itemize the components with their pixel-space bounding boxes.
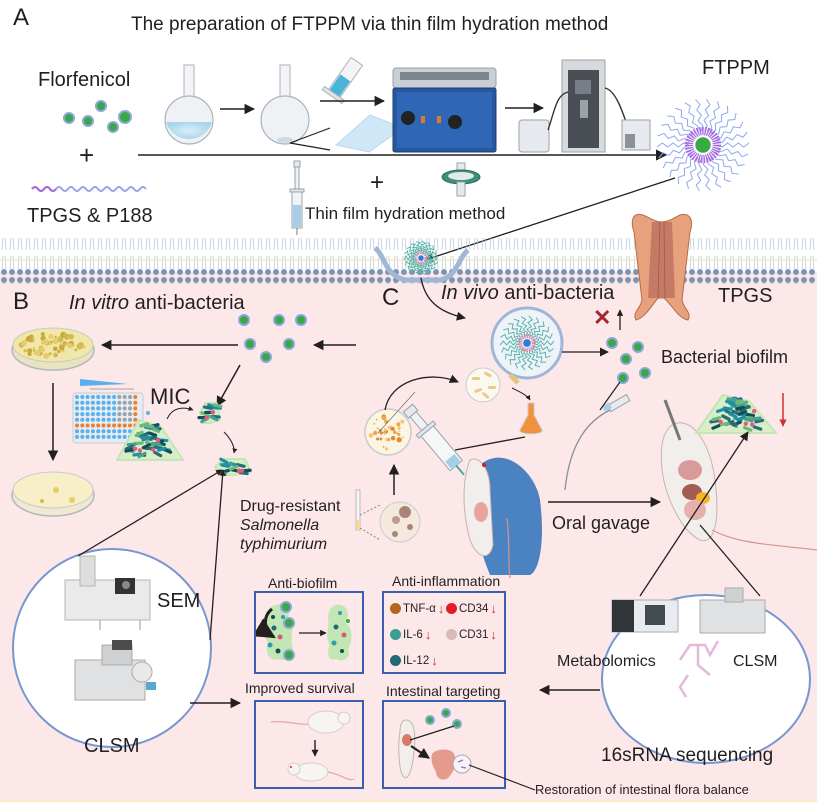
florfenicol-particles-icon [64, 101, 131, 132]
drug-particles-b-icon [239, 315, 306, 362]
florfenicol-label: Florfenicol [38, 70, 130, 90]
link-line [78, 470, 222, 556]
strain-label-line2: Salmonella [240, 518, 319, 534]
injection-syringe-icon [400, 401, 473, 482]
cytokine-marker: TNF-α↓ [390, 601, 444, 616]
graduated-cylinder-icon [322, 55, 366, 104]
released-drug-particles-icon [607, 338, 650, 383]
panel-b-letter: B [13, 290, 29, 314]
sequencing-label: 16sRNA sequencing [601, 746, 773, 765]
panel-c-letter: C [382, 286, 399, 310]
method-label: Thin film hydration method [305, 205, 505, 222]
efflux-pump-icon [632, 214, 691, 320]
in-vitro-italic: In vitro [69, 292, 129, 314]
arrow [385, 377, 458, 410]
plus-sign: + [79, 142, 94, 168]
clsm-label-b: CLSM [84, 736, 140, 756]
syringe-icon [290, 161, 304, 235]
mouse-held-in-hand-icon [464, 458, 542, 578]
arrow [217, 365, 240, 406]
sem-label: SEM [157, 591, 200, 611]
plus-sign: + [370, 171, 384, 195]
improved-survival-box [254, 700, 364, 789]
ultrasonic-bath-icon [393, 68, 496, 152]
in-vivo-title: In vivo anti-bacteria [441, 283, 614, 303]
round-bottom-flask-solution-icon [165, 65, 213, 144]
strain-label-line1: Drug-resistant [240, 499, 340, 515]
decrease-arrow-icon: ↓ [490, 601, 497, 616]
biofilm-reduced-icon [696, 395, 776, 433]
in-vitro-title: In vitro anti-bacteria [69, 293, 245, 313]
polymeric-micelle-vesicle-icon [492, 308, 562, 378]
intestinal-targeting-box [382, 700, 506, 789]
decrease-arrow-icon: ↓ [490, 627, 497, 642]
panel-a-letter: A [13, 6, 29, 30]
decrease-arrow-icon: ↓ [425, 627, 432, 642]
culture-flask-icon [510, 375, 542, 434]
link-line [455, 437, 525, 450]
ftppm-micelle-icon [657, 99, 749, 191]
decrease-arrow-icon: ↓ [431, 653, 438, 668]
marker-dot-icon [446, 629, 457, 640]
metabolomics-label: Metabolomics [557, 654, 656, 670]
syringe-filter-icon [442, 163, 480, 196]
flora-restoration-label: Restoration of intestinal flora balance [535, 783, 749, 796]
agar-plate-icon [365, 392, 415, 455]
in-vivo-italic: In vivo [441, 282, 499, 304]
biofilm-label: Bacterial biofilm [661, 348, 788, 366]
arrow [167, 408, 193, 419]
improved-survival-title: Improved survival [245, 681, 355, 695]
marker-label: CD31 [459, 629, 488, 641]
in-vivo-rest: anti-bacteria [499, 282, 615, 304]
ftppm-label: FTPPM [702, 58, 770, 78]
strain-label-line3: typhimurium [240, 537, 327, 553]
anti-inflammation-title: Anti-inflammation [392, 574, 500, 588]
oral-gavage-label: Oral gavage [552, 514, 650, 532]
omics-instruments-circle [602, 588, 810, 763]
cytokine-marker: CD31↓ [446, 627, 497, 642]
cytokine-marker: IL-12↓ [390, 653, 438, 668]
bacteria-magnified-icon [466, 368, 500, 402]
survival-mice-illustration [256, 702, 362, 787]
anti-biofilm-title: Anti-biofilm [268, 576, 337, 590]
homogenizer-icon [519, 60, 650, 152]
cytokine-marker: IL-6↓ [390, 627, 431, 642]
marker-label: IL-12 [403, 655, 429, 667]
decrease-arrow-icon: ↓ [438, 601, 445, 616]
link-line [210, 470, 223, 640]
intestinal-targeting-illustration [384, 702, 504, 787]
anti-inflammation-box: TNF-α↓CD34↓IL-6↓CD31↓IL-12↓ [382, 591, 506, 674]
mic-label: MIC [150, 386, 190, 408]
marker-dot-icon [390, 655, 401, 666]
salmonella-culture-icon [356, 490, 420, 542]
imaging-instruments-circle [13, 549, 211, 747]
block-mark-icon: ✕ [593, 307, 611, 329]
petri-dish-dense-colonies-icon [12, 328, 94, 370]
biofilm-small-icon [215, 457, 252, 476]
link-line [700, 525, 760, 596]
marker-dot-icon [446, 603, 457, 614]
round-bottom-flask-film-icon [261, 65, 330, 150]
biofilm-small-icon [197, 403, 222, 424]
excipient-label: TPGS & P188 [27, 206, 153, 226]
marker-label: TNF-α [403, 603, 436, 615]
panel-a-title: The preparation of FTPPM via thin film h… [131, 15, 608, 34]
marker-label: IL-6 [403, 629, 423, 641]
marker-dot-icon [390, 603, 401, 614]
petri-dish-few-colonies-icon [12, 472, 94, 516]
marker-dot-icon [390, 629, 401, 640]
cytokine-marker: CD34↓ [446, 601, 497, 616]
arrow [224, 432, 234, 453]
clsm-label-c: CLSM [733, 654, 777, 670]
tpgs-label: TPGS [718, 286, 772, 306]
in-vitro-rest: anti-bacteria [129, 292, 245, 314]
anti-biofilm-box [254, 591, 364, 674]
gavage-needle-icon [565, 382, 630, 490]
intestinal-targeting-title: Intestinal targeting [386, 684, 500, 698]
anti-biofilm-illustration [256, 593, 362, 672]
marker-label: CD34 [459, 603, 488, 615]
